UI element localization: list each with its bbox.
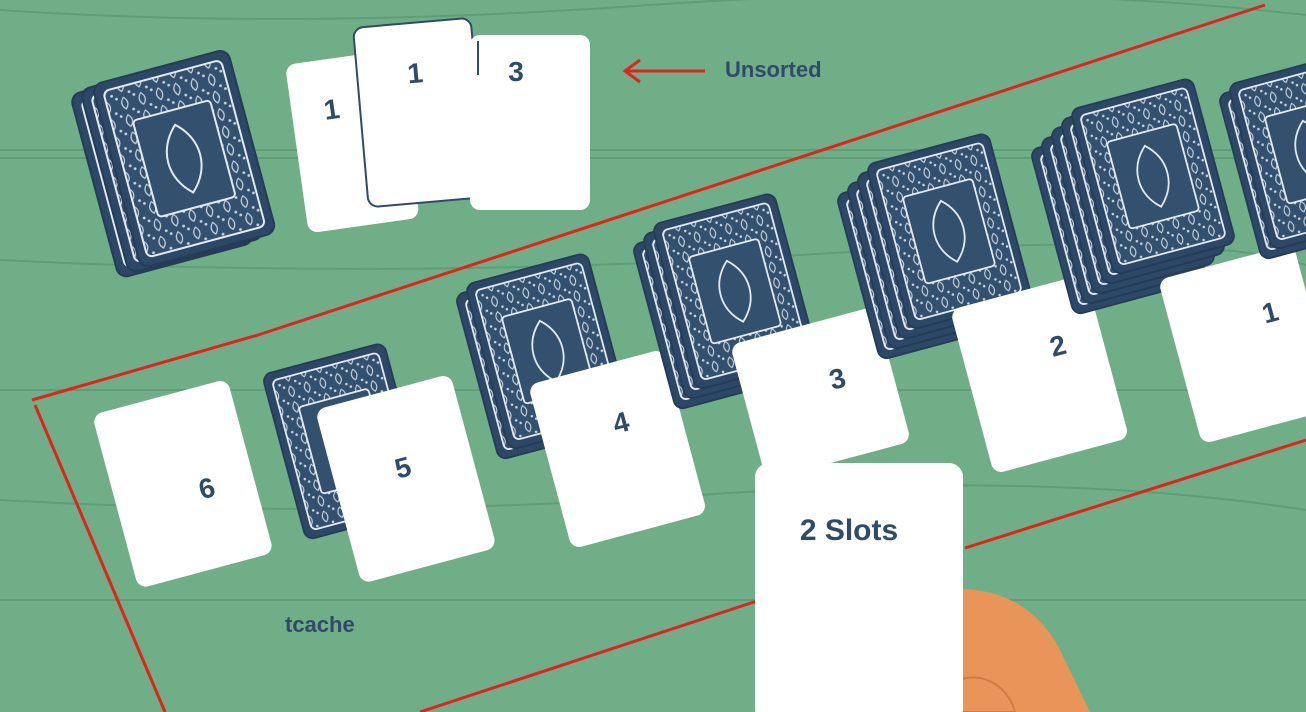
tcache-bin-1: 1 <box>1029 76 1306 442</box>
tcache-card-3: 3 <box>732 308 909 478</box>
tcache-card-6: 6 <box>94 381 272 587</box>
svg-text:1: 1 <box>1259 296 1282 330</box>
tcache-card-2: 2 <box>952 276 1127 472</box>
tcache-bin-2: 2 <box>835 131 1127 472</box>
svg-text:1: 1 <box>322 93 342 126</box>
unsorted-card-3: 3 <box>470 35 590 210</box>
unsorted-label: Unsorted <box>725 57 822 82</box>
svg-text:2: 2 <box>1046 329 1069 363</box>
tcache-card-4: 4 <box>530 351 705 547</box>
svg-text:6: 6 <box>195 471 218 505</box>
tcache-card-1: 1 <box>1160 246 1306 442</box>
slots-card: 2 Slots <box>755 463 963 712</box>
svg-text:1: 1 <box>406 57 424 89</box>
svg-text:3: 3 <box>508 56 524 87</box>
tcache-region-outline <box>31 3 1306 712</box>
tcache-bin-3: 3 <box>631 191 909 478</box>
tcache-bin-5: 5 <box>261 341 495 582</box>
tcache-label: tcache <box>285 612 355 637</box>
unsorted-bin-cards: 1 1 3 <box>286 17 590 233</box>
tcache-bin-6: 6 <box>94 381 272 587</box>
arrow-left-icon <box>622 58 705 84</box>
svg-text:5: 5 <box>391 451 414 485</box>
svg-text:3: 3 <box>826 362 849 396</box>
unsorted-card-2: 1 <box>352 17 487 208</box>
tcache-bin-4: 4 <box>454 251 705 547</box>
tcache-card-5: 5 <box>317 376 495 582</box>
svg-text:2 Slots: 2 Slots <box>800 514 898 547</box>
tcache-bins: 6 5 4 3 <box>94 51 1306 587</box>
